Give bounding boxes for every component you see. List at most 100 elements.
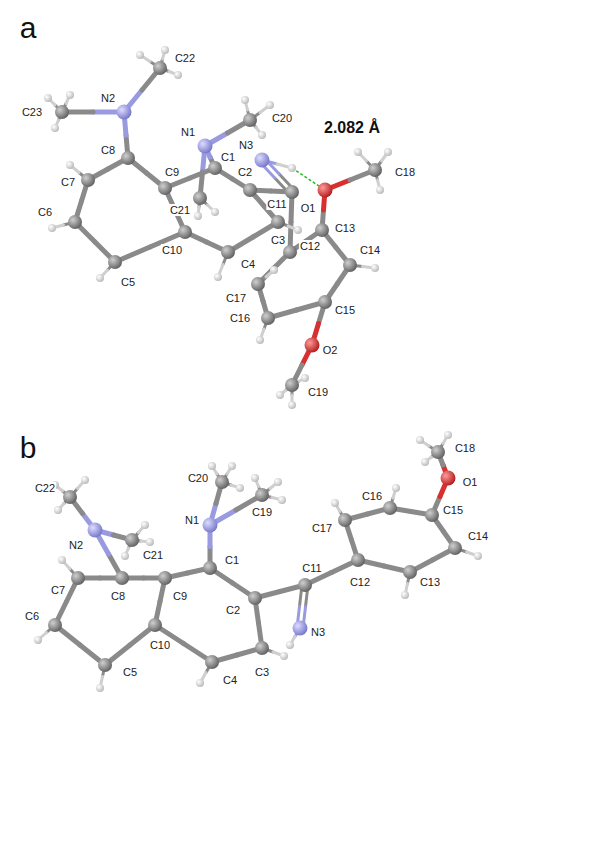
carbon-atom <box>283 245 297 259</box>
hydrogen-atom <box>214 273 222 281</box>
carbon-atom <box>243 183 257 197</box>
atom-label: N2 <box>68 539 84 551</box>
carbon-atom <box>215 475 229 489</box>
atom-label: C12 <box>349 576 371 588</box>
atom-label: C20 <box>187 472 209 484</box>
hydrogen-atom <box>211 208 219 216</box>
hydrogen-atom <box>266 101 274 109</box>
carbon-atom <box>368 163 382 177</box>
carbon-atom <box>48 618 62 632</box>
hydrogen-atom <box>96 684 104 692</box>
atom-label: C10 <box>149 639 171 651</box>
atom-label: C13 <box>334 222 356 234</box>
atom-label: C8 <box>100 144 116 156</box>
carbon-atom <box>98 658 112 672</box>
atom-label: C16 <box>229 312 251 324</box>
carbon-atom <box>158 571 172 585</box>
carbon-atom <box>298 578 312 592</box>
hydrogen-atom <box>66 91 74 99</box>
atom-label: C12 <box>299 240 321 252</box>
hydrogen-atom <box>286 641 294 649</box>
hydrogen-atom <box>416 436 424 444</box>
carbon-atom <box>68 215 82 229</box>
hydrogen-atom <box>44 94 52 102</box>
hydrogen-atom <box>288 401 296 409</box>
hydrogen-atom <box>331 499 339 507</box>
atom-label: O1 <box>300 202 317 214</box>
oxygen-atom <box>318 183 333 198</box>
carbon-atom <box>193 191 207 205</box>
atom-label: C4 <box>240 258 256 270</box>
carbon-atom <box>243 113 257 127</box>
hydrogen-atom <box>228 462 236 470</box>
atom-label: N1 <box>180 126 196 138</box>
atom-label: C1 <box>220 151 236 163</box>
carbon-atom <box>153 61 167 75</box>
carbon-atom <box>338 513 352 527</box>
atom-label: C21 <box>169 204 191 216</box>
carbon-atom <box>255 488 269 502</box>
hydrogen-atom <box>474 552 482 560</box>
atom-label: C3 <box>254 666 270 678</box>
nitrogen-atom <box>203 518 218 533</box>
atom-label: C11 <box>301 562 322 574</box>
atom-label: C5 <box>120 276 136 288</box>
hydrogen-atom <box>392 484 400 492</box>
atom-label: O2 <box>322 344 339 356</box>
hydrogen-atom <box>384 148 392 156</box>
oxygen-atom <box>305 338 320 353</box>
nitrogen-atom <box>88 523 103 538</box>
atom-label: C19 <box>251 506 273 518</box>
atom-label: N1 <box>184 514 200 526</box>
carbon-atom <box>115 571 129 585</box>
atom-label: C13 <box>419 576 441 588</box>
hydrogen-atom <box>301 374 309 382</box>
atom-label: C5 <box>122 666 138 678</box>
hydrogen-atom <box>251 474 259 482</box>
hydrogen-atom <box>48 224 56 232</box>
hydrogen-atom <box>236 484 244 492</box>
carbon-atom <box>285 378 299 392</box>
hydrogen-atom <box>141 521 149 529</box>
atom-label: C23 <box>21 106 43 118</box>
carbon-atom <box>261 311 275 325</box>
atom-label: C2 <box>237 166 253 178</box>
atom-label: C8 <box>110 590 126 602</box>
hydrogen-atom <box>96 274 104 282</box>
hydrogen-atom <box>280 652 288 660</box>
hydrogen-atom <box>270 266 278 274</box>
carbon-atom <box>251 277 265 291</box>
carbon-atom <box>255 641 269 655</box>
hydrogen-atom <box>256 336 264 344</box>
atom-label: C9 <box>164 166 180 178</box>
hydrogen-atom <box>66 161 74 169</box>
carbon-atom <box>248 591 262 605</box>
atom-label: C17 <box>311 522 333 534</box>
nitrogen-atom <box>255 153 270 168</box>
atom-label: C21 <box>142 549 164 561</box>
hydrogen-atom <box>421 458 429 466</box>
nitrogen-atom <box>198 139 213 154</box>
hydrogen-atom <box>444 431 452 439</box>
hydrogen-atom <box>34 636 42 644</box>
carbon-atom <box>448 541 462 555</box>
oxygen-atom <box>441 471 456 486</box>
carbon-atom <box>63 490 77 504</box>
hydrogen-atom <box>81 476 89 484</box>
atom-label: C17 <box>225 292 247 304</box>
carbon-atom <box>403 565 417 579</box>
hydrogen-atom <box>376 186 384 194</box>
atom-label: C15 <box>442 504 464 516</box>
atom-label: C16 <box>361 490 383 502</box>
hydrogen-atom <box>174 71 182 79</box>
hydrogen-atom <box>194 212 202 220</box>
hydrogen-atom <box>196 679 204 687</box>
atom-label: N2 <box>100 92 116 104</box>
carbon-atom <box>318 295 332 309</box>
atom-label: C22 <box>34 482 56 494</box>
carbon-atom <box>148 618 162 632</box>
panel-letter: a <box>19 12 38 44</box>
atom-label: O1 <box>462 476 479 488</box>
